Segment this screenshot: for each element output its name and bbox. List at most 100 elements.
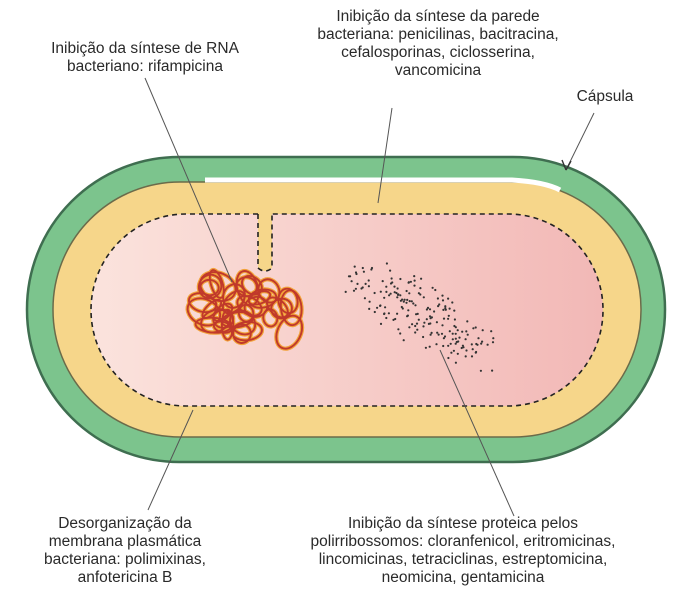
ribosome-dot [399,278,401,280]
ribosome-dot [450,343,452,345]
ribosome-dot [360,287,362,289]
ribosome-dot [447,357,449,359]
ribosome-dot [429,346,431,348]
ribosome-dot [399,332,401,334]
ribosome-dot [414,331,416,333]
ribosome-dot [388,312,390,314]
ribosome-dot [412,302,414,304]
ribosome-dot [447,298,449,300]
ribosome-dot [380,323,382,325]
ribosome-dot [437,297,439,299]
ribosome-dot [422,336,424,338]
ribosome-dot [390,293,392,295]
ribosome-dot [480,370,482,372]
ribosome-dot [397,287,399,289]
ribosome-dot [414,280,416,282]
ribosome-dot [416,323,418,325]
ribosome-dot [471,355,473,357]
ribosome-dot [465,330,467,332]
ribosome-dot [447,318,449,320]
ribosome-dot [365,283,367,285]
ribosome-dot [452,338,454,340]
ribosome-dot [383,297,385,299]
ribosome-dot [355,288,357,290]
ribosome-dot [404,299,406,301]
ribosome-dot [420,278,422,280]
ribosome-dot [428,323,430,325]
ribosome-dot [455,333,457,335]
ribosome-dot [457,340,459,342]
label-membrane-line-4: anfotericina B [10,569,240,587]
ribosome-dot [475,351,477,353]
label-membrane-line-2: membrana plasmática [10,533,240,551]
label-wall-line-4: vancomicina [288,62,588,80]
ribosome-dot [417,313,419,315]
ribosome-dot [475,326,477,328]
ribosome-dot [436,332,438,334]
ribosome-dot [403,339,405,341]
ribosome-dot [450,352,452,354]
ribosome-dot [481,341,483,343]
ribosome-dot [465,349,467,351]
ribosome-dot [385,317,387,319]
cytoplasm [91,214,603,406]
label-membrane-line-3: bacteriana: polimixinas, [10,551,240,569]
ribosome-dot [363,271,365,273]
ribosome-dot [477,337,479,339]
ribosome-dot [472,348,474,350]
label-rna-line-1: Inibição da síntese de RNA [15,40,275,58]
ribosome-dot [444,305,446,307]
ribosome-dot [408,326,410,328]
label-wall-line-2: bacteriana: penicilinas, bacitracina, [288,26,588,44]
ribosome-dot [416,329,418,331]
label-wall-line-1: Inibição da síntese da parede [288,8,588,26]
ribosome-dot [458,337,460,339]
ribosome-dot [396,296,398,298]
ribosome-dot [441,324,443,326]
ribosome-dot [409,300,411,302]
ribosome-dot [396,313,398,315]
ribosome-dot [462,345,464,347]
ribosome-dot [487,344,489,346]
ribosome-dot [429,315,431,317]
ribosome-dot [345,291,347,293]
ribosome-dot [449,308,451,310]
ribosome-dot [386,262,388,264]
ribosome-dot [482,329,484,331]
ribosome-dot [408,281,410,283]
ribosome-dot [453,310,455,312]
ribosome-dot [451,301,453,303]
ribosome-dot [380,291,382,293]
ribosome-dot [442,345,444,347]
ribosome-dot [406,299,408,301]
ribosome-dot [432,287,434,289]
ribosome-dot [408,292,410,294]
ribosome-dot [461,347,463,349]
ribosome-dot [423,322,425,324]
label-protein-line-1: Inibição da síntese proteica pelos [258,515,668,533]
ribosome-dot [480,343,482,345]
ribosome-dot [368,308,370,310]
ribosome-dot [467,334,469,336]
ribosome-dot [382,280,384,282]
ribosome-dot [461,331,463,333]
ribosome-dot [455,362,457,364]
ribosome-dot [492,341,494,343]
ribosome-dot [354,266,356,268]
ribosome-dot [391,277,393,279]
label-protein-line-4: neomicina, gentamicina [258,569,668,587]
ribosome-dot [457,329,459,331]
ribosome-dot [419,287,421,289]
ribosome-dot [413,285,415,287]
label-rna-synthesis: Inibição da síntese de RNA bacteriano: r… [15,40,275,76]
ribosome-dot [406,315,408,317]
ribosome-dot [434,289,436,291]
ribosome-dot [353,290,355,292]
ribosome-dot [392,319,394,321]
label-wall-line-3: cefalosporinas, ciclosserina, [288,44,588,62]
ribosome-dot [406,290,408,292]
ribosome-dot [368,279,370,281]
ribosome-dot [355,273,357,275]
ribosome-dot [403,301,405,303]
ribosome-dot [401,299,403,301]
